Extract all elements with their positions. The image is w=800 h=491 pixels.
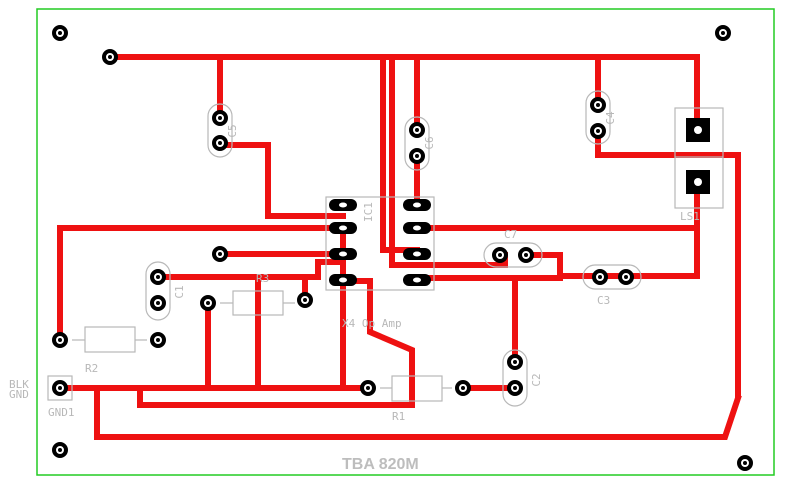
- ic-pin-3: [329, 248, 357, 260]
- c5-outline: [207, 103, 233, 158]
- pad-c5-1: [212, 110, 228, 126]
- trace-c1-ic: [157, 259, 346, 280]
- label-r3: R3: [256, 272, 269, 285]
- label-c7: C7: [504, 228, 517, 241]
- pad-c5-2: [212, 135, 228, 151]
- trace-ic-c3: [414, 252, 563, 281]
- pad-r1-1: [360, 380, 376, 396]
- label-gnd1: GND1: [48, 406, 75, 419]
- r2-outline: [84, 326, 136, 353]
- pad-c2-2: [507, 380, 523, 396]
- label-r1: R1: [392, 410, 405, 423]
- pad-r1-2: [455, 380, 471, 396]
- pad-ls1-2: [686, 170, 710, 194]
- pad-r2-2: [150, 332, 166, 348]
- silk-labels: C5 C6 C4 LS1 C7 C3 C1 R3 R2 IC1 X4 Op Am…: [9, 111, 700, 473]
- label-opamp: X4 Op Amp: [342, 317, 402, 330]
- ic-outline: [325, 196, 435, 291]
- label-r2: R2: [85, 362, 98, 375]
- trace-left-loop: [57, 225, 346, 343]
- c4-outline: [585, 90, 611, 145]
- mount-hole-br: [737, 455, 753, 471]
- pad-r3-1: [200, 295, 216, 311]
- c1-outline: [145, 261, 171, 321]
- board-title: TBA 820M: [342, 456, 419, 473]
- pad-c4-2: [590, 123, 606, 139]
- ic-pin-8: [403, 199, 431, 211]
- pad-c1-1: [150, 269, 166, 285]
- pad-c6-2: [409, 148, 425, 164]
- pad-c4-1: [590, 97, 606, 113]
- copper-traces: [57, 54, 742, 440]
- pad-gnd1: [52, 380, 68, 396]
- c2-outline: [502, 349, 528, 407]
- board-outline: [36, 8, 775, 476]
- ic-pin-7: [403, 222, 431, 234]
- label-c2: C2: [530, 373, 543, 386]
- ic-pin-4: [329, 274, 357, 286]
- ls1-outline: [674, 107, 724, 209]
- trace-ic-c7: [414, 179, 700, 231]
- r1-outline: [391, 375, 443, 402]
- pad-r2-1: [52, 332, 68, 348]
- pad-c2-1: [507, 354, 523, 370]
- label-c1: C1: [173, 285, 186, 298]
- label-ls1: LS1: [680, 210, 700, 223]
- pad-left-mid: [212, 246, 228, 262]
- silkscreen-outlines: [47, 90, 724, 407]
- ic-pin-5: [403, 274, 431, 286]
- label-c3: C3: [597, 294, 610, 307]
- gnd-outline: [47, 375, 73, 401]
- ic-pin-6: [403, 248, 431, 260]
- trace-c5-ic: [217, 142, 346, 219]
- mount-hole-tr: [715, 25, 731, 41]
- pad-c6-1: [409, 122, 425, 138]
- pad-c7-2: [518, 247, 534, 263]
- ic-pin-1: [329, 199, 357, 211]
- trace-top-rail: [107, 54, 700, 133]
- ic-pin-2: [329, 222, 357, 234]
- pad-c7-1: [492, 247, 508, 263]
- mount-hole-tl: [52, 25, 68, 41]
- c6-outline: [404, 116, 430, 171]
- label-blk: BLK: [9, 378, 29, 391]
- pad-top-left: [102, 49, 118, 65]
- label-c5: C5: [226, 124, 239, 137]
- trace-ic-out: [137, 278, 415, 408]
- trace-bottom-loop: [94, 385, 742, 440]
- c7-outline: [483, 242, 543, 268]
- label-c6: C6: [423, 136, 436, 149]
- c3-outline: [582, 264, 642, 290]
- mount-hole-bl: [52, 442, 68, 458]
- pad-c1-2: [150, 295, 166, 311]
- label-gnd: GND: [9, 388, 29, 401]
- pad-r3-2: [297, 292, 313, 308]
- label-ic: IC1: [362, 202, 375, 222]
- trace-c4-ls1: [595, 128, 741, 398]
- label-c4: C4: [604, 111, 617, 125]
- pads: [52, 25, 753, 471]
- pad-c3-2: [618, 269, 634, 285]
- pad-c3-1: [592, 269, 608, 285]
- pad-ls1-1: [686, 118, 710, 142]
